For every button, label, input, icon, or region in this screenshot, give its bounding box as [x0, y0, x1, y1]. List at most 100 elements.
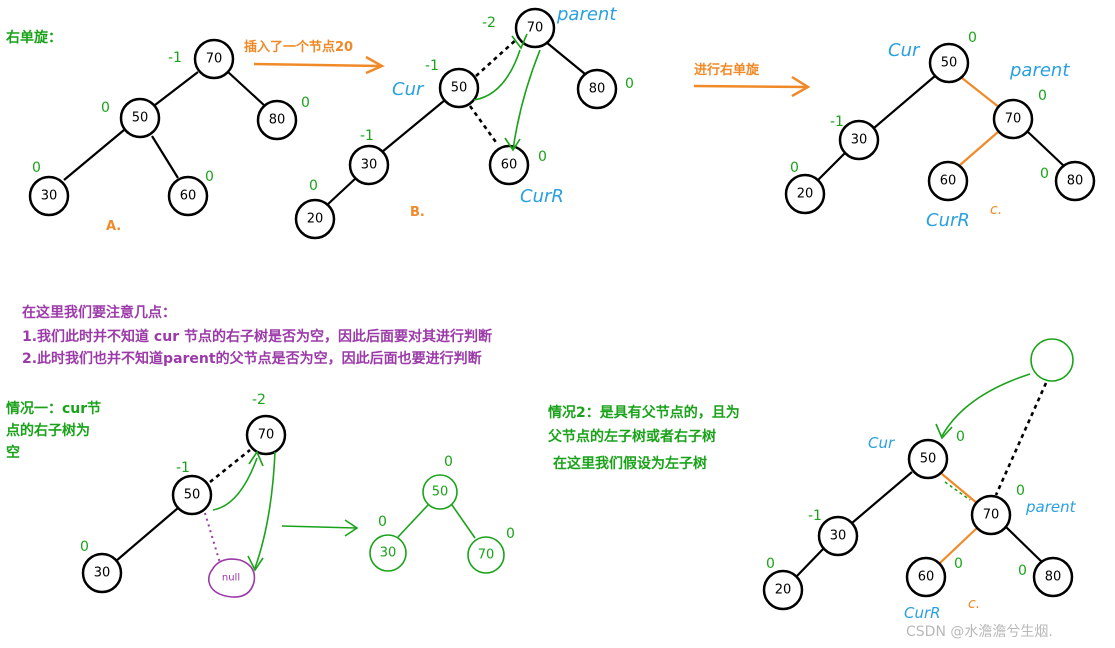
node-50: 50	[928, 42, 970, 84]
edge-70-80	[545, 41, 586, 75]
tag-parent: parent	[1009, 60, 1070, 81]
case-2-line-1: 情况2：是具有父节点的，且为	[548, 404, 740, 421]
edge-30-20	[817, 151, 847, 181]
svg-text:50: 50	[432, 485, 449, 500]
node-50: 50	[422, 474, 458, 510]
node-70: 70	[970, 494, 1012, 536]
node-50: 50	[438, 67, 480, 109]
edge-70-60	[959, 131, 999, 166]
node-80: 80	[1054, 160, 1096, 202]
svg-text:50: 50	[920, 452, 937, 467]
edge-50-30	[63, 129, 125, 181]
bf-80: 0	[1018, 563, 1027, 579]
tag-c: c.	[990, 202, 1002, 218]
tag-curr: CurR	[520, 186, 564, 207]
bf-30: -1	[830, 114, 844, 130]
svg-text:20: 20	[775, 583, 792, 598]
notes-block: 在这里我们要注意几点： 1.我们此时并不知道 cur 节点的右子树是否为空，因此…	[22, 304, 492, 367]
case-2-line-2: 父节点的左子树或者右子树	[547, 428, 716, 445]
bf-50: -1	[176, 460, 190, 476]
svg-text:70: 70	[983, 508, 1000, 523]
edge-50-30	[851, 471, 913, 524]
parent-parent-node	[1030, 338, 1074, 382]
arrow-insert-label: 插入了一个节点20	[244, 39, 353, 55]
svg-text:30: 30	[94, 566, 111, 581]
svg-text:70: 70	[258, 428, 275, 443]
bf-50: -1	[425, 58, 439, 74]
edge-70-60	[939, 526, 979, 564]
tree-b: 70 50 80 30 60 20 -2 -1 0 -1 0 0 Cur par…	[294, 4, 634, 240]
bf-30: -1	[808, 508, 822, 524]
node-30: 30	[838, 119, 880, 161]
bf-50: 0	[101, 100, 110, 116]
bf-80: 0	[1040, 166, 1049, 182]
node-20: 20	[294, 198, 336, 240]
svg-text:30: 30	[830, 529, 847, 544]
case-2-tree: 50 70 30 60 80 20 0 0 -1 0 0 0 Cur paren…	[762, 338, 1077, 622]
edge-30-20	[326, 177, 357, 206]
bf-20: 0	[309, 178, 318, 194]
node-30: 30	[81, 552, 123, 594]
svg-text:80: 80	[1067, 174, 1084, 189]
arrow-rotate: 进行右单旋	[693, 62, 811, 98]
case-1-text: 情况一：cur节 点的右子树为 空	[6, 400, 101, 461]
svg-text:50: 50	[941, 56, 958, 71]
svg-text:80: 80	[589, 82, 606, 97]
label-b: B.	[410, 205, 425, 220]
svg-text:70: 70	[478, 548, 495, 563]
svg-text:70: 70	[1005, 112, 1022, 127]
node-60: 60	[167, 175, 209, 217]
null-node: null	[208, 558, 256, 598]
svg-text:20: 20	[307, 212, 324, 227]
tag-parent: parent	[1025, 498, 1077, 516]
node-20: 20	[784, 173, 826, 215]
node-60: 60	[488, 144, 530, 186]
svg-text:80: 80	[1045, 570, 1062, 585]
tag-cur: Cur	[888, 40, 921, 61]
label-a: A.	[106, 219, 121, 234]
bf-20: 0	[790, 160, 799, 176]
edge-70-80	[1005, 526, 1044, 564]
edge-50-60	[151, 135, 179, 179]
node-50: 50	[171, 474, 213, 516]
node-80: 80	[1032, 556, 1074, 598]
svg-text:50: 50	[132, 111, 149, 126]
svg-text:60: 60	[180, 189, 197, 204]
case-1-line-1: 情况一：cur节	[6, 400, 101, 417]
node-60: 60	[905, 556, 947, 598]
case-1-result-tree: 50 30 70 0 0 0	[369, 454, 515, 574]
bf-30: -1	[360, 128, 374, 144]
edge-50-70	[961, 77, 1001, 109]
bf-20: 0	[766, 556, 775, 572]
svg-text:80: 80	[269, 113, 286, 128]
section-title: 右单旋：	[5, 29, 62, 46]
edge-dash-70-50	[475, 37, 519, 77]
node-70: 70	[514, 7, 556, 49]
case-2-line-3: 在这里我们假设为左子树	[553, 455, 707, 472]
node-30: 30	[817, 515, 859, 557]
node-50: 50	[119, 97, 161, 139]
svg-text:70: 70	[206, 52, 223, 67]
notes-heading: 在这里我们要注意几点：	[22, 304, 176, 321]
tag-cur: Cur	[392, 79, 425, 100]
bf-60: 0	[538, 149, 547, 165]
bf-80: 0	[301, 95, 310, 111]
tree-c: 50 30 70 20 60 80 0 -1 0 0 0 Cur parent …	[784, 30, 1096, 231]
notes-line-1: 1.我们此时并不知道 cur 节点的右子树是否为空，因此后面要对其进行判断	[22, 328, 492, 345]
edge-dash-70-50	[209, 448, 251, 484]
bf-70: 0	[1038, 88, 1047, 104]
svg-text:30: 30	[361, 158, 378, 173]
node-30: 30	[28, 175, 70, 217]
bf-50: 0	[956, 429, 965, 445]
edge-70-80	[227, 71, 266, 107]
edge-dash-50-60	[468, 105, 500, 146]
bf-70: -2	[252, 392, 266, 408]
bf-30: 0	[378, 514, 387, 530]
svg-text:20: 20	[797, 187, 814, 202]
bf-70: 0	[506, 526, 515, 542]
bf-50: 0	[968, 30, 977, 46]
bf-70: 0	[1016, 483, 1025, 499]
svg-text:30: 30	[41, 189, 58, 204]
